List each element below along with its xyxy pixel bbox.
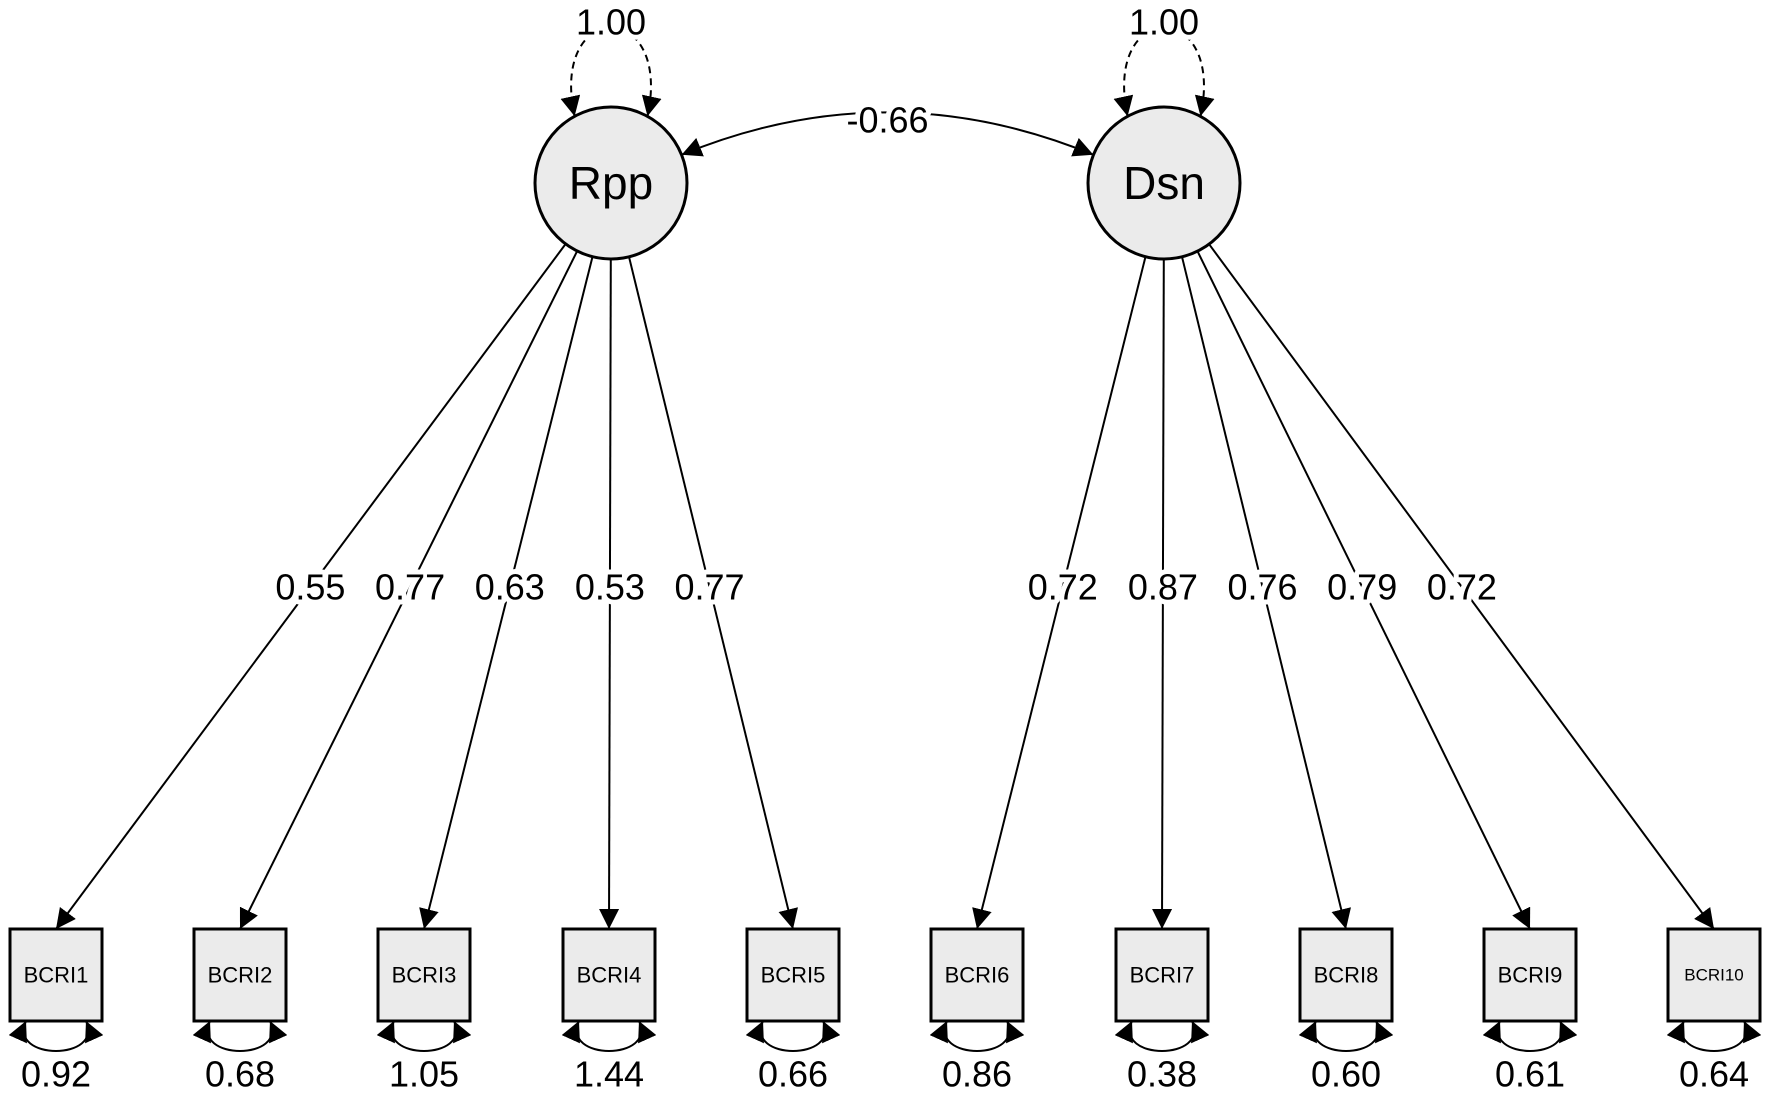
indicator-label-bcri10: BCRI10 bbox=[1684, 966, 1744, 985]
residual-label-bcri2: 0.68 bbox=[205, 1054, 275, 1095]
residual-label-bcri4: 1.44 bbox=[574, 1054, 644, 1095]
residual-label-bcri7: 0.38 bbox=[1127, 1054, 1197, 1095]
residual-loop-bcri4 bbox=[561, 1020, 657, 1052]
residual-loop-bcri10 bbox=[1666, 1020, 1762, 1052]
residual-loop-bcri6 bbox=[929, 1020, 1025, 1052]
indicator-box-bcri7 bbox=[1114, 927, 1210, 1023]
variance-label-rpp: 1.00 bbox=[576, 2, 646, 43]
residual-loop-bcri3 bbox=[376, 1020, 472, 1052]
residual-loop-bcri1 bbox=[8, 1020, 104, 1052]
loading-label-bcri3: 0.63 bbox=[475, 567, 545, 608]
loading-label-bcri5: 0.77 bbox=[675, 567, 745, 608]
residual-label-bcri1: 0.92 bbox=[21, 1054, 91, 1095]
residual-loop-bcri5 bbox=[745, 1020, 841, 1052]
latent-label-rpp: Rpp bbox=[569, 157, 653, 209]
loading-label-bcri4: 0.53 bbox=[575, 567, 645, 608]
loading-label-bcri8: 0.76 bbox=[1228, 567, 1298, 608]
loading-path-bcri8 bbox=[1181, 256, 1351, 930]
residual-loop-bcri9 bbox=[1482, 1020, 1578, 1052]
loading-path-bcri1 bbox=[55, 243, 567, 930]
indicator-label-bcri3: BCRI3 bbox=[392, 963, 457, 988]
loading-label-bcri9: 0.79 bbox=[1327, 567, 1397, 608]
loading-label-bcri2: 0.77 bbox=[375, 567, 445, 608]
indicator-box-bcri6 bbox=[929, 927, 1025, 1023]
residual-label-bcri3: 1.05 bbox=[389, 1054, 459, 1095]
loading-path-bcri10 bbox=[1208, 243, 1715, 930]
residual-label-bcri9: 0.61 bbox=[1495, 1054, 1565, 1095]
indicator-label-bcri4: BCRI4 bbox=[577, 963, 642, 988]
indicator-box-bcri5 bbox=[745, 927, 841, 1023]
residual-label-bcri5: 0.66 bbox=[758, 1054, 828, 1095]
indicator-label-bcri9: BCRI9 bbox=[1498, 963, 1563, 988]
indicator-box-bcri1 bbox=[8, 927, 104, 1023]
loading-label-bcri10: 0.72 bbox=[1427, 567, 1497, 608]
loading-label-bcri1: 0.55 bbox=[275, 567, 345, 608]
latent-node-rpp bbox=[533, 105, 689, 261]
indicator-box-bcri10 bbox=[1666, 927, 1762, 1023]
covariance-path bbox=[681, 111, 1094, 157]
variance-loop-dsn bbox=[1113, 26, 1215, 117]
indicator-box-bcri8 bbox=[1298, 927, 1394, 1023]
label-layer: 1.00 1.00 -0.66 0.55 0.77 0.63 0.53 0.77 0.72 0.8… bbox=[16, 0, 1754, 1096]
indicator-box-bcri2 bbox=[192, 927, 288, 1023]
loading-path-bcri9 bbox=[1196, 250, 1531, 930]
indicator-label-bcri6: BCRI6 bbox=[945, 963, 1010, 988]
loading-path-bcri2 bbox=[239, 250, 579, 930]
residual-loop-bcri8 bbox=[1298, 1020, 1394, 1052]
residual-loop-bcri2 bbox=[192, 1020, 288, 1052]
indicator-label-bcri2: BCRI2 bbox=[208, 963, 273, 988]
variance-label-dsn: 1.00 bbox=[1129, 2, 1199, 43]
residual-label-bcri8: 0.60 bbox=[1311, 1054, 1381, 1095]
loading-path-bcri3 bbox=[419, 256, 594, 930]
indicator-box-bcri9 bbox=[1482, 927, 1578, 1023]
latent-label-dsn: Dsn bbox=[1123, 157, 1205, 209]
indicator-label-bcri5: BCRI5 bbox=[761, 963, 826, 988]
covariance-label: -0.66 bbox=[846, 100, 928, 141]
indicator-label-bcri1: BCRI1 bbox=[24, 963, 89, 988]
indicator-label-bcri7: BCRI7 bbox=[1130, 963, 1195, 988]
residual-loop-bcri7 bbox=[1114, 1020, 1210, 1052]
edge-layer bbox=[8, 26, 1762, 1052]
residual-label-bcri10: 0.64 bbox=[1679, 1054, 1749, 1095]
indicator-box-bcri4 bbox=[561, 927, 657, 1023]
loading-path-bcri4 bbox=[599, 258, 620, 930]
loading-path-bcri6 bbox=[972, 256, 1147, 930]
residual-label-bcri6: 0.86 bbox=[942, 1054, 1012, 1095]
loading-path-bcri5 bbox=[628, 256, 798, 930]
indicator-box-bcri3 bbox=[376, 927, 472, 1023]
loading-path-bcri7 bbox=[1152, 258, 1173, 930]
latent-node-dsn bbox=[1086, 105, 1242, 261]
loading-label-bcri7: 0.87 bbox=[1128, 567, 1198, 608]
variance-loop-rpp bbox=[560, 26, 662, 117]
indicator-label-bcri8: BCRI8 bbox=[1314, 963, 1379, 988]
loading-label-bcri6: 0.72 bbox=[1028, 567, 1098, 608]
